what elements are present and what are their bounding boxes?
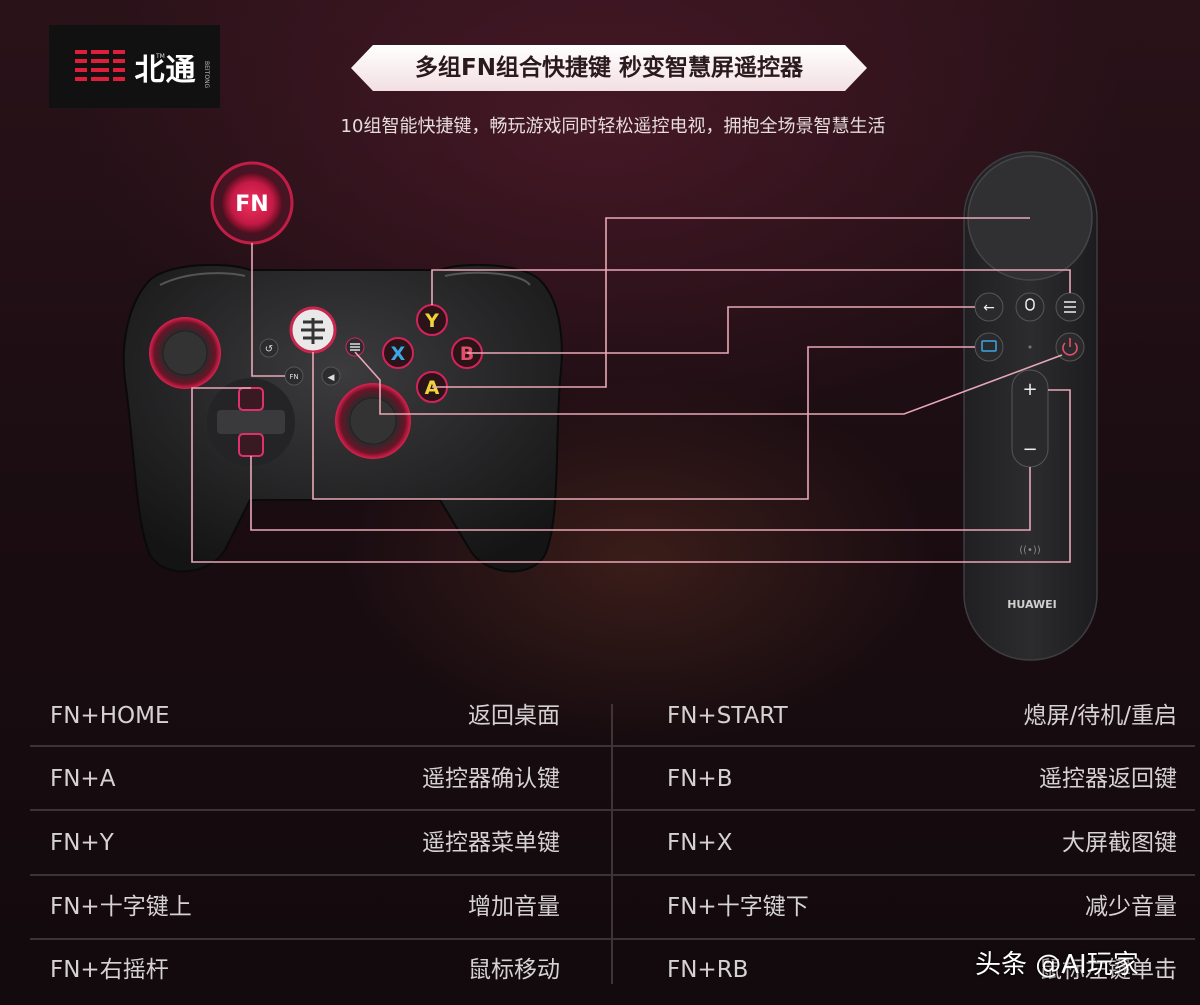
table-row: FN+右摇杆 鼠标移动 FN+RB 鼠标左键单击 [30, 938, 1195, 1002]
shortcut-action: 遥控器返回键 [1039, 766, 1177, 792]
shortcut-key: FN+A [50, 766, 116, 792]
shortcut-key: FN+B [667, 766, 733, 792]
shortcut-action: 熄屏/待机/重启 [1023, 703, 1178, 729]
shortcut-action: 鼠标左键单击 [1039, 957, 1177, 983]
table-row: FN+十字键上 增加音量 FN+十字键下 减少音量 [30, 875, 1195, 939]
svg-text:FN: FN [289, 373, 298, 381]
dpad-up[interactable] [238, 387, 264, 411]
connector-lines [191, 217, 1071, 563]
shortcut-key: FN+HOME [50, 703, 170, 729]
brand-name: 北通 [134, 52, 197, 88]
remote-voice-icon[interactable] [1015, 292, 1045, 322]
shortcut-key: FN+X [667, 830, 733, 856]
shortcut-action: 遥控器确认键 [422, 766, 560, 792]
shortcut-key: FN+右摇杆 [50, 957, 169, 983]
brand-logo: 北通 TM BEITONG [49, 25, 220, 108]
shortcut-action: 增加音量 [468, 894, 560, 920]
watermark: 头条 @AI玩家 [975, 950, 1139, 980]
shortcut-action: 减少音量 [1085, 894, 1177, 920]
brand-en: BEITONG [203, 61, 210, 89]
shortcut-action: 鼠标移动 [468, 957, 560, 983]
svg-text:A: A [425, 377, 440, 399]
remote-nfc-icon: ((•)) [1019, 545, 1041, 556]
remote-brand: HUAWEI [1007, 598, 1057, 611]
table-row: FN+HOME 返回桌面 FN+START 熄屏/待机/重启 [30, 684, 1195, 748]
svg-text:Y: Y [424, 310, 439, 332]
remote-volume-minus: − [1022, 439, 1037, 460]
back-button[interactable] [259, 338, 279, 358]
brand-mark-icon [74, 49, 125, 84]
row-separator [30, 809, 1195, 811]
shortcut-action: 大屏截图键 [1062, 830, 1177, 856]
table-row: FN+A 遥控器确认键 FN+B 遥控器返回键 [30, 747, 1195, 811]
row-separator [30, 938, 1195, 940]
row-separator [30, 745, 1195, 747]
gamepad: ↺ FN ◀ Y X B A [122, 263, 563, 573]
svg-text:B: B [460, 343, 474, 365]
table-divider [611, 704, 613, 984]
svg-text:←: ← [983, 300, 995, 316]
shortcut-action: 返回桌面 [468, 703, 560, 729]
row-separator [30, 874, 1195, 876]
shortcut-key: FN+十字键上 [50, 894, 192, 920]
subtitle: 10组智能快捷键，畅玩游戏同时轻松遥控电视，拥抱全场景智慧生活 [340, 116, 886, 137]
table-row: FN+Y 遥控器菜单键 FN+X 大屏截图键 [30, 811, 1195, 875]
dpad-down[interactable] [238, 433, 264, 457]
shortcut-action: 遥控器菜单键 [422, 830, 560, 856]
dpad[interactable] [207, 378, 295, 466]
headline-text: 多组FN组合快捷键 秒变智慧屏遥控器 [415, 55, 803, 81]
shortcut-key: FN+START [667, 703, 788, 729]
x-button[interactable] [382, 337, 414, 369]
huawei-remote: ← + − ((•)) HUAWEI [963, 151, 1098, 661]
volume-button[interactable] [321, 366, 341, 386]
brand-tm: TM [156, 53, 165, 60]
remote-volume-plus: + [1022, 379, 1037, 400]
remote-screen-icon[interactable] [974, 332, 1004, 362]
svg-text:◀: ◀ [328, 373, 335, 383]
fn-label: FN [235, 192, 268, 217]
shortcut-key: FN+RB [667, 957, 749, 983]
shortcut-key: FN+Y [50, 830, 114, 856]
svg-text:↺: ↺ [265, 344, 273, 355]
controller-remote-diagram: ↺ FN ◀ Y X B A FN ← [122, 151, 1098, 661]
fn-callout: FN [210, 161, 294, 245]
svg-text:X: X [391, 343, 406, 365]
shortcut-key: FN+十字键下 [667, 894, 809, 920]
headline-banner: 多组FN组合快捷键 秒变智慧屏遥控器 [351, 45, 867, 91]
